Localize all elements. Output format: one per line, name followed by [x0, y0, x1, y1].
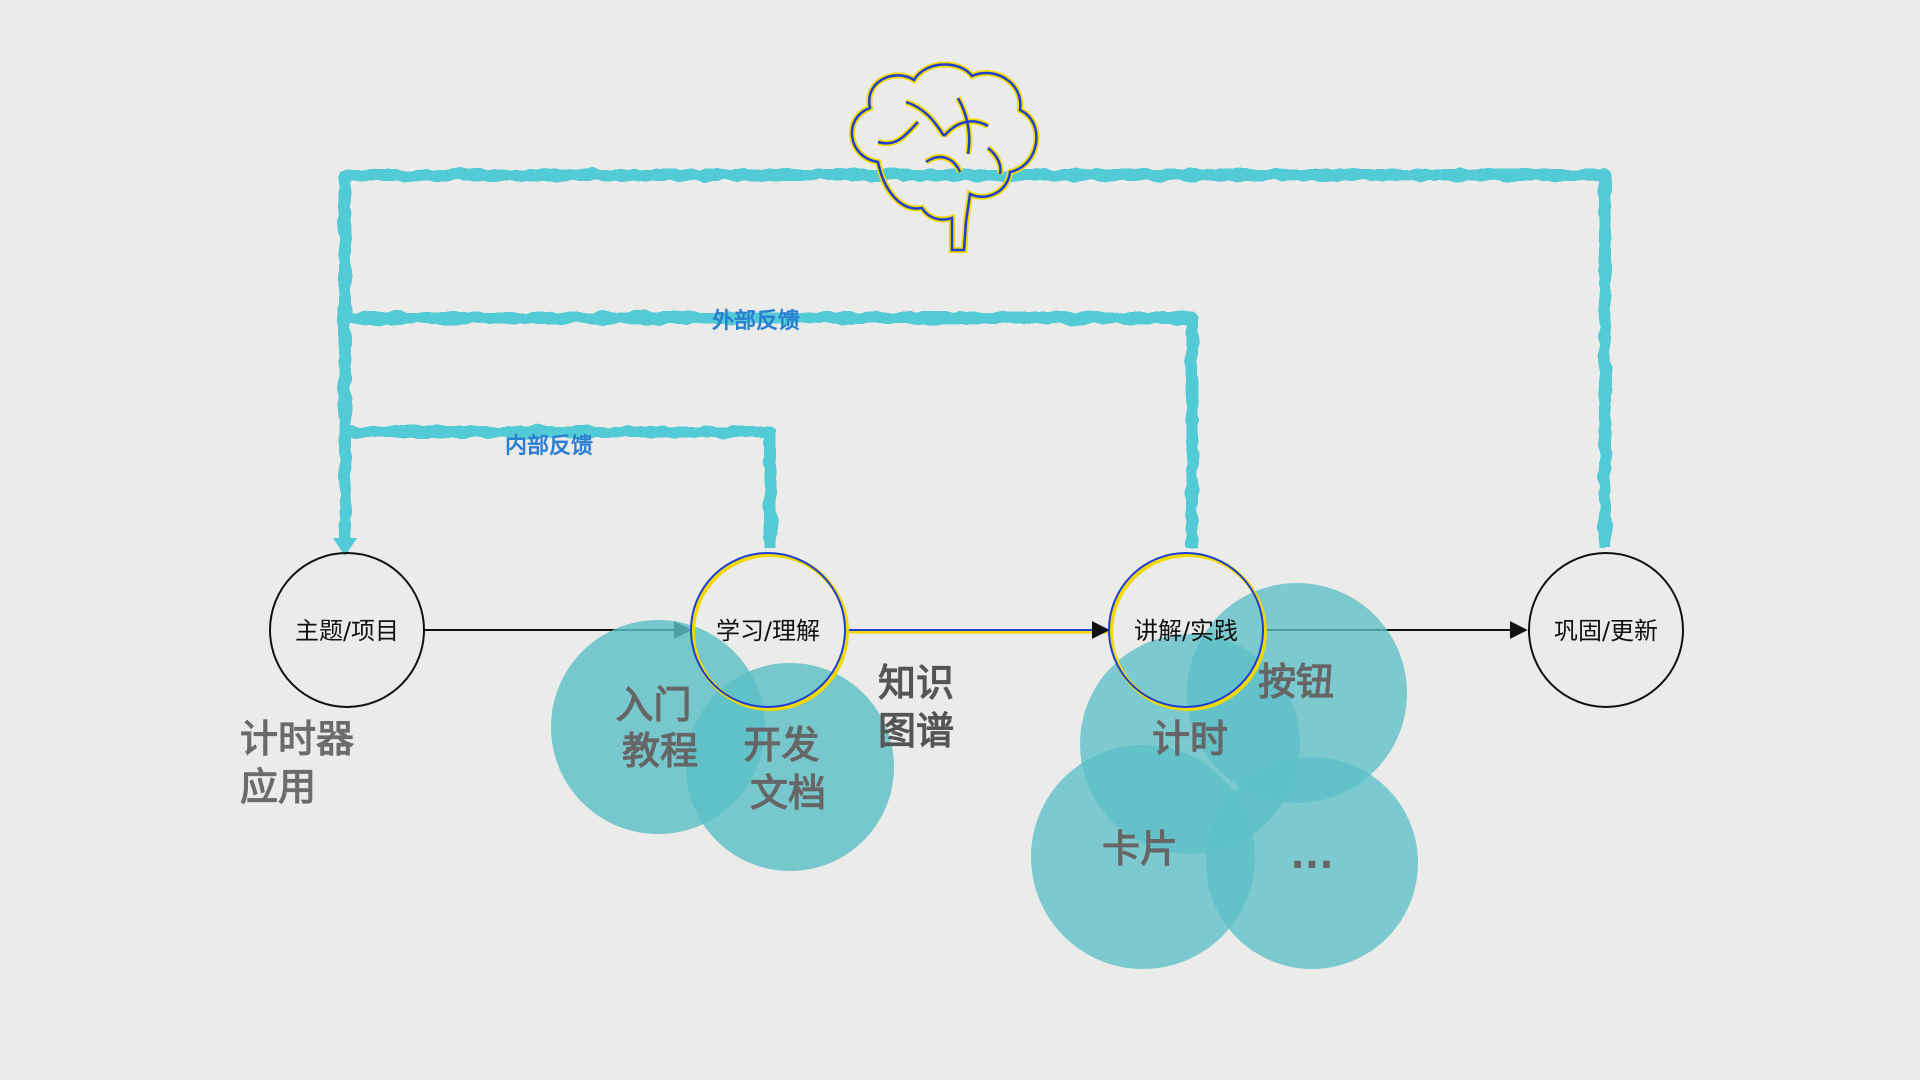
bubble-timer-label: 计时	[1152, 717, 1228, 761]
bubble-more-label: ...	[1290, 833, 1333, 877]
external-feedback-line	[345, 312, 1198, 548]
bubble-button-label: 按钮	[1258, 660, 1334, 704]
bubble-dev-docs-label: 开发 文档	[743, 723, 832, 815]
loop-arrowhead	[333, 538, 357, 556]
outer-loop-line	[339, 169, 1611, 548]
feedback-loops	[339, 169, 1611, 548]
stage-consolidate-label: 巩固/更新	[1554, 617, 1658, 645]
bubble-dev-docs	[686, 663, 894, 871]
stage-learn-label: 学习/理解	[716, 617, 820, 645]
internal-feedback-line	[345, 426, 776, 548]
bubble-intro-tutorial-label: 入门 教程	[615, 683, 704, 773]
stage-learn-circle	[690, 552, 846, 708]
external-feedback-label: 外部反馈	[712, 308, 800, 334]
topic-example-label: 计时器 应用	[240, 717, 367, 809]
stage-consolidate-circle	[1528, 552, 1684, 708]
stage-nodes: 主题/项目 学习/理解 讲解/实践 巩固/更新	[269, 552, 1684, 711]
stage-explain-circle-shadow	[1109, 553, 1267, 711]
stage-explain-label: 讲解/实践	[1134, 617, 1238, 645]
bubble-card	[1031, 745, 1255, 969]
bubble-card-label: 卡片	[1102, 827, 1178, 871]
internal-feedback-label: 内部反馈	[505, 433, 593, 459]
stage-learn-circle-shadow	[691, 553, 849, 711]
stage-topic-circle	[269, 552, 425, 708]
knowledge-graph-label: 知识 图谱	[878, 661, 967, 753]
bubble-more	[1206, 757, 1418, 969]
learn-resource-bubbles: 入门 教程 开发 文档	[551, 620, 894, 871]
brain-icon	[848, 61, 1040, 253]
stage-topic-label: 主题/项目	[295, 617, 399, 645]
stage-explain-circle	[1108, 552, 1264, 708]
